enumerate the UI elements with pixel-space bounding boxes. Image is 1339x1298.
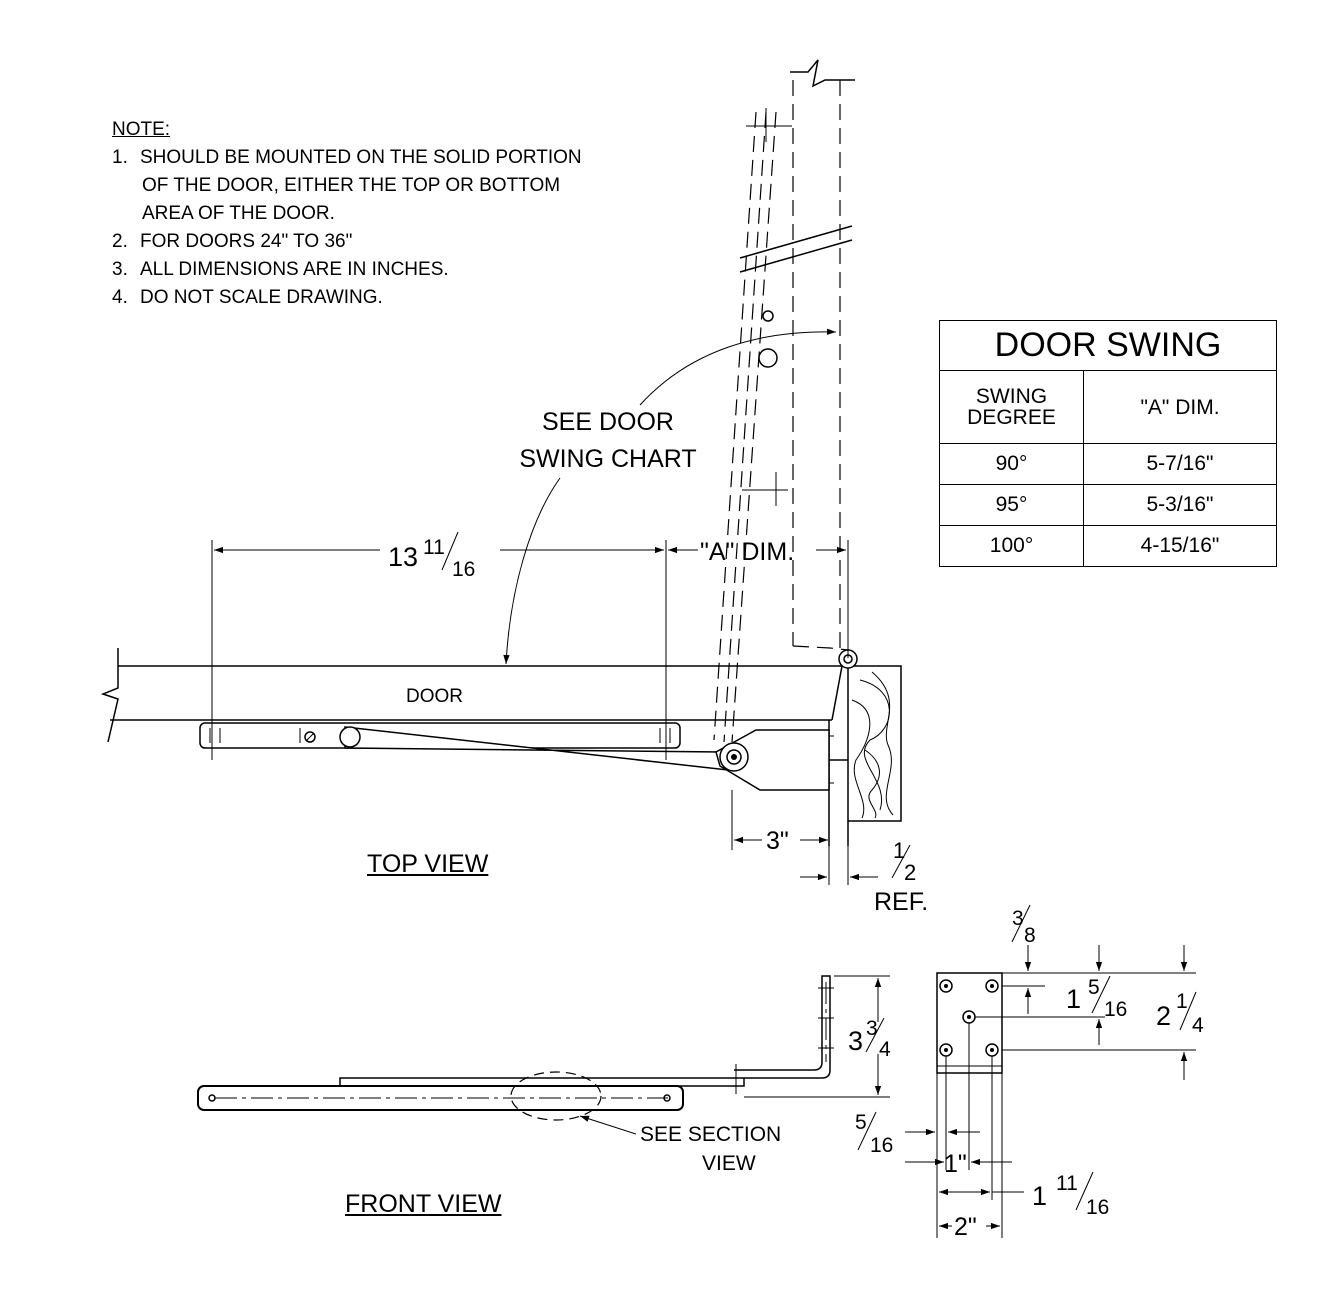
note-item-3: 3. ALL DIMENSIONS ARE IN INCHES. xyxy=(112,256,582,284)
top-view-drawing: DOOR xyxy=(100,59,928,916)
cell-a-dim: 4-15/16" xyxy=(1083,525,1277,567)
dim-length-den: 16 xyxy=(452,558,475,581)
note-number: 1. xyxy=(112,147,128,168)
table-title: DOOR SWING xyxy=(939,320,1277,371)
note-item-4: 4. DO NOT SCALE DRAWING. xyxy=(112,284,582,312)
note-item-2: 2. FOR DOORS 24" TO 36" xyxy=(112,228,582,256)
note-item-1: 1. SHOULD BE MOUNTED ON THE SOLID PORTIO… xyxy=(112,144,582,172)
cell-a-dim: 5-3/16" xyxy=(1083,484,1277,526)
dim-ref-label: REF. xyxy=(874,888,928,916)
dim-3-inch: 3" xyxy=(731,790,828,855)
callout-line: SWING CHART xyxy=(519,445,696,473)
col-header-line: DEGREE xyxy=(967,406,1056,429)
cell-degree: 90° xyxy=(939,443,1084,485)
col-header-swing-degree: SWING DEGREE xyxy=(939,370,1084,444)
door-frame-jamb xyxy=(824,665,902,846)
dim-2-inch: 2" xyxy=(954,1213,977,1241)
note-text: ALL DIMENSIONS ARE IN INCHES. xyxy=(140,259,449,280)
dim-a-label: "A" DIM. xyxy=(700,538,794,566)
note-number: 3. xyxy=(112,259,128,280)
note-text: DO NOT SCALE DRAWING. xyxy=(140,287,383,308)
dim-length-num: 11 xyxy=(423,536,445,559)
dim-1-5-16-whole: 1 xyxy=(1066,984,1081,1014)
table-row: 100° 4-15/16" xyxy=(939,525,1277,567)
dim-1-11-16-whole: 1 xyxy=(1032,1181,1047,1211)
note-text: FOR DOORS 24" TO 36" xyxy=(140,231,353,252)
dim-height-num: 3 xyxy=(866,1017,878,1040)
cell-a-dim: 5-7/16" xyxy=(1083,443,1277,485)
door-open-position xyxy=(713,59,855,743)
table-row: 90° 5-7/16" xyxy=(939,443,1277,485)
notes-block: NOTE: 1. SHOULD BE MOUNTED ON THE SOLID … xyxy=(112,116,582,312)
dim-3-8-num: 3 xyxy=(1012,907,1024,930)
note-text: OF THE DOOR, EITHER THE TOP OR BOTTOM xyxy=(142,175,561,196)
dim-5-16-den: 16 xyxy=(870,1134,893,1157)
section-callout-line: SEE SECTION xyxy=(640,1123,781,1146)
callout-line: SEE DOOR xyxy=(542,408,674,436)
dim-a: "A" DIM. xyxy=(668,538,849,658)
dim-half-den: 2 xyxy=(904,860,916,885)
swing-chart-callout: SEE DOOR SWING CHART xyxy=(503,328,837,665)
dim-half-ref: 1 2 REF. xyxy=(800,838,928,916)
dim-1-inch: 1" xyxy=(944,1150,967,1178)
dim-1-5-16-den: 16 xyxy=(1104,998,1127,1021)
closer-arm xyxy=(199,649,858,791)
note-number: 4. xyxy=(112,287,128,308)
front-view-drawing: SEE SECTION VIEW 3 3 4 xyxy=(197,975,891,1175)
dim-1-5-16-num: 5 xyxy=(1088,976,1100,999)
top-view-title: TOP VIEW xyxy=(367,850,489,878)
section-callout-line: VIEW xyxy=(702,1152,756,1175)
dim-2-1-4-num: 1 xyxy=(1176,990,1188,1013)
bracket-view-drawing: 3 8 1 5 16 2 1 4 5 16 1" 1 xyxy=(855,904,1204,1241)
dim-5-16-num: 5 xyxy=(855,1111,867,1134)
dim-height-den: 4 xyxy=(879,1038,891,1061)
dim-1-11-16-num: 11 xyxy=(1056,1172,1078,1195)
door-label: DOOR xyxy=(406,686,463,707)
note-text: SHOULD BE MOUNTED ON THE SOLID PORTION xyxy=(140,147,582,168)
col-header-a-dim: "A" DIM. xyxy=(1083,370,1277,444)
dim-overall-length: 13 11 16 xyxy=(211,531,667,760)
table-row: 95° 5-3/16" xyxy=(939,484,1277,526)
cell-degree: 100° xyxy=(939,525,1084,567)
door-slab: DOOR xyxy=(100,648,843,743)
dim-length-whole: 13 xyxy=(388,542,418,572)
dim-3-8-den: 8 xyxy=(1024,924,1036,947)
dim-2-1-4-whole: 2 xyxy=(1156,1001,1171,1031)
dim-2-1-4-den: 4 xyxy=(1192,1014,1204,1037)
dim-half-num: 1 xyxy=(893,838,905,863)
col-header-line: SWING xyxy=(975,385,1048,408)
note-text: AREA OF THE DOOR. xyxy=(142,203,335,224)
notes-heading: NOTE: xyxy=(112,119,171,140)
front-view-title: FRONT VIEW xyxy=(345,1190,502,1218)
door-swing-table: DOOR SWING SWING DEGREE "A" DIM. 90° 5-7… xyxy=(939,320,1277,567)
note-number: 2. xyxy=(112,231,128,252)
dim-height-whole: 3 xyxy=(848,1026,863,1056)
dim-1-11-16-den: 16 xyxy=(1086,1196,1109,1219)
dim-3-label: 3" xyxy=(766,827,789,855)
